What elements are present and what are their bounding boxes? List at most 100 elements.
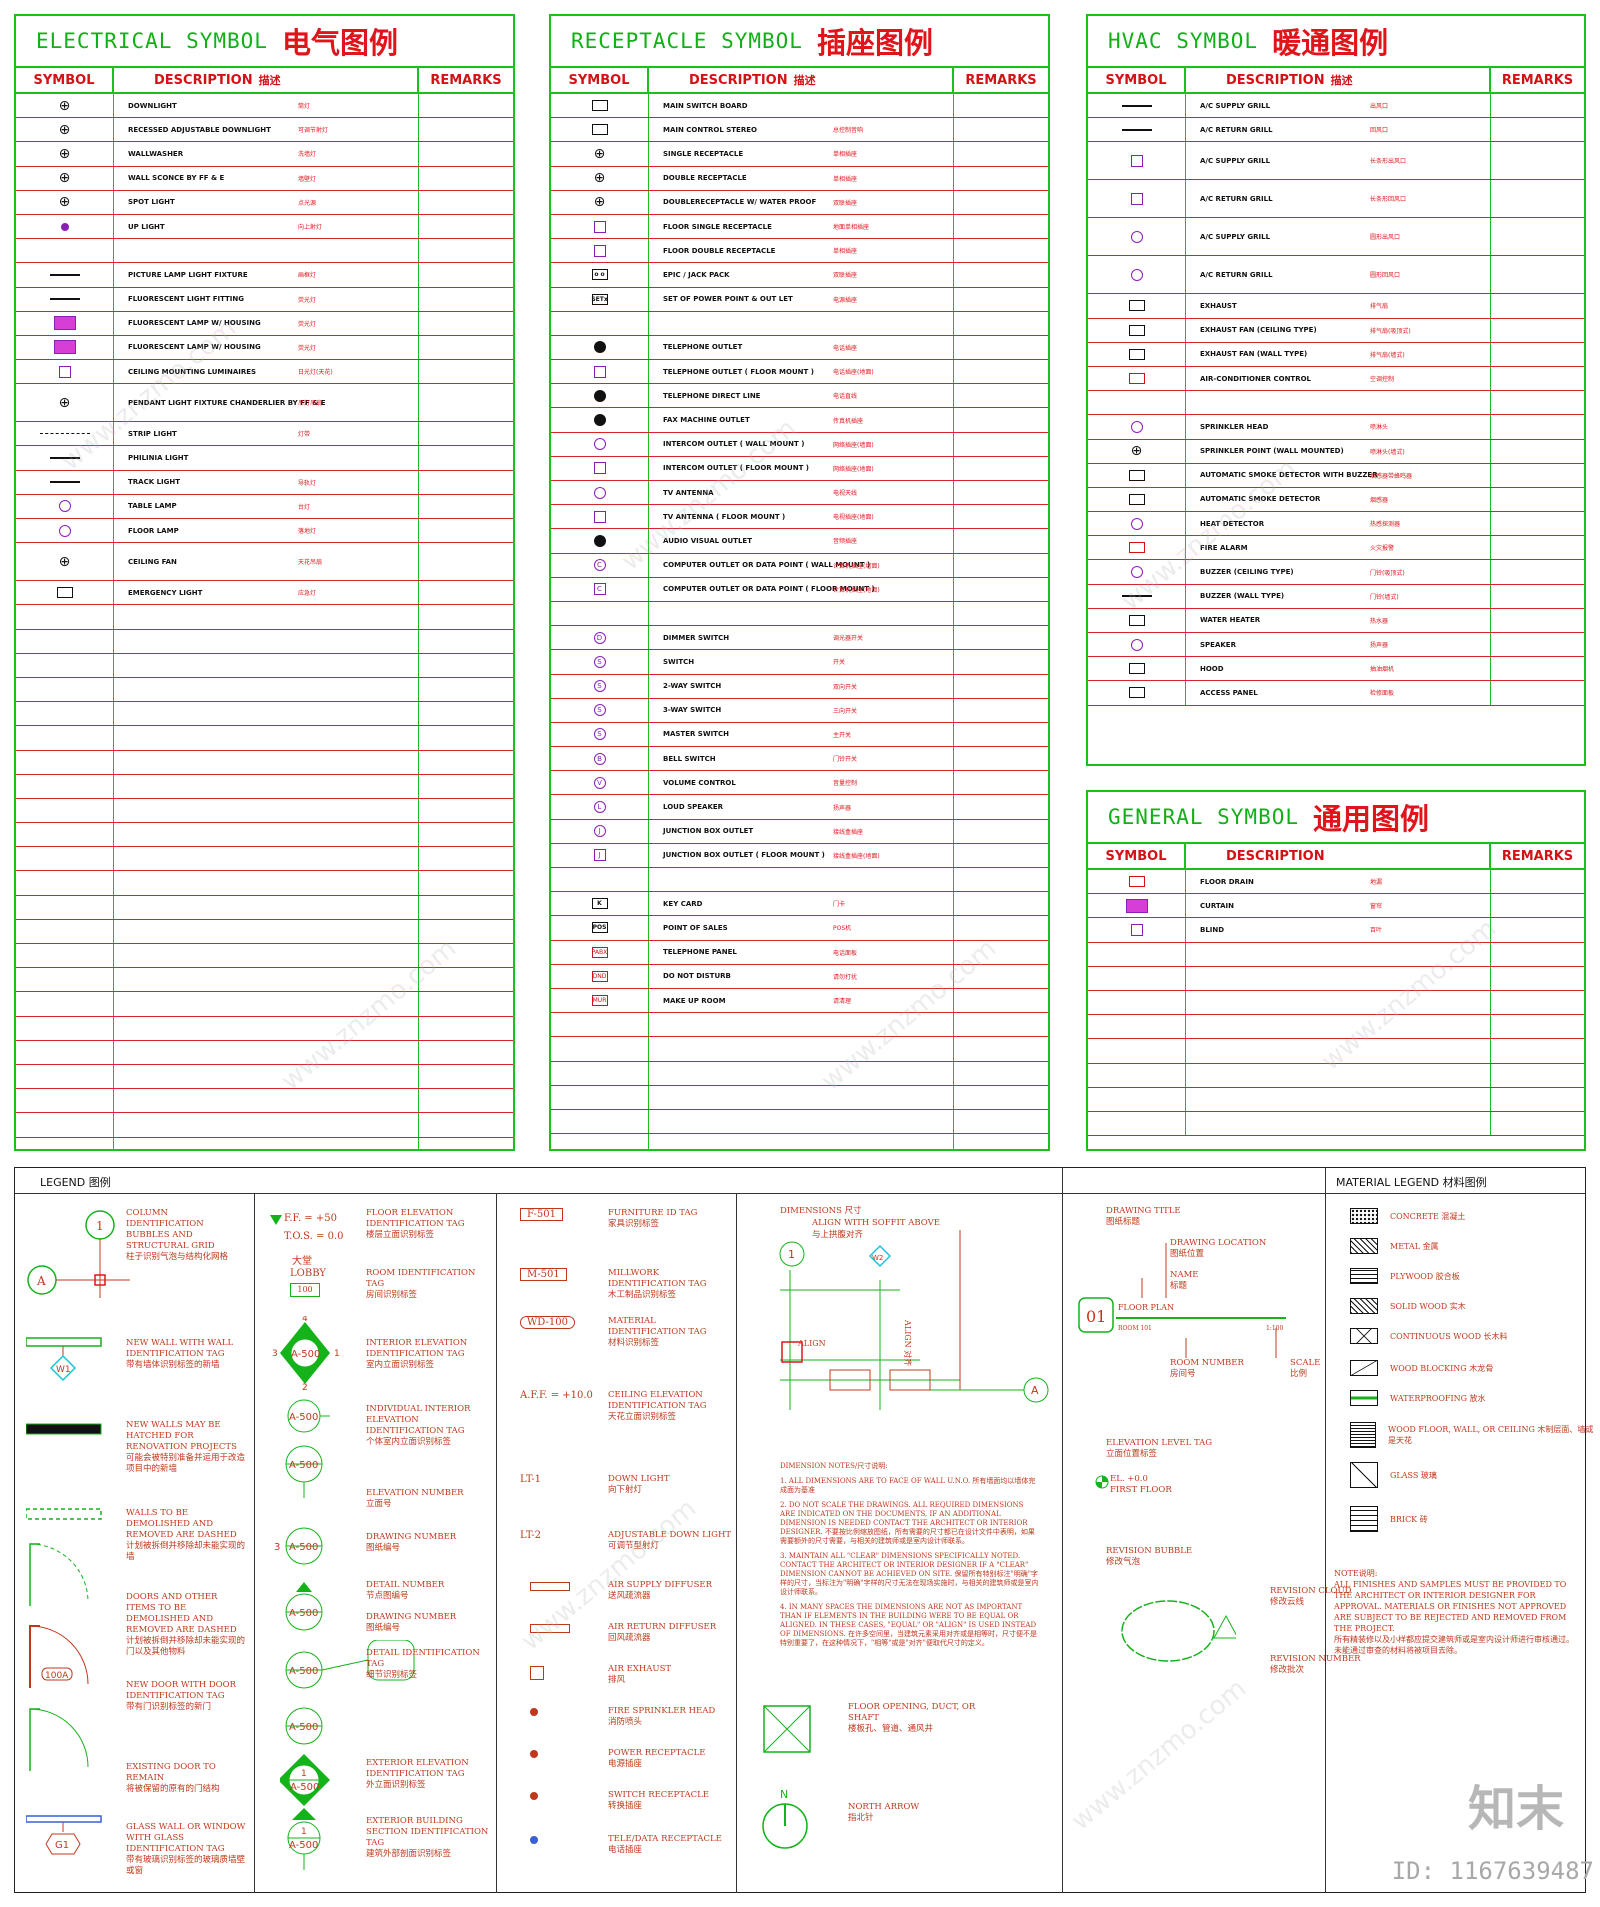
table-row: INTERCOM OUTLET ( WALL MOUNT )网络插座(墙面)	[551, 432, 1048, 457]
material-item: WATERPROOFING 放水	[1350, 1390, 1486, 1406]
row-description-zh: 墙壁灯	[298, 175, 317, 183]
row-description: EXHAUST FAN (CEILING TYPE)	[1200, 326, 1317, 335]
table-row: PHILINIA LIGHT	[16, 446, 513, 471]
svg-text:100A: 100A	[45, 1671, 69, 1681]
table-row	[16, 992, 513, 1017]
row-description-zh: 网络插座(地面)	[833, 465, 874, 473]
svg-text:1: 1	[788, 1248, 795, 1261]
table-row	[16, 1137, 513, 1149]
legend-tag: LT-2	[520, 1530, 541, 1541]
svg-text:1:100: 1:100	[1266, 1325, 1283, 1332]
row-description: FLOOR LAMP	[128, 526, 179, 535]
box-symbol-icon	[1128, 469, 1145, 481]
row-description: PICTURE LAMP LIGHT FIXTURE	[128, 270, 248, 279]
row-description-zh: 调光器开关	[833, 635, 864, 643]
row-description: LOUD SPEAKER	[663, 803, 724, 812]
svg-text:W2: W2	[872, 1254, 883, 1262]
material-item: WOOD FLOOR, WALL, OR CEILING 木制层面、墙或是天花	[1350, 1422, 1600, 1448]
row-description: SPRINKLER HEAD	[1200, 422, 1269, 431]
table-row	[551, 868, 1048, 893]
row-description-zh: 台灯	[298, 503, 311, 511]
column-grid-icon: 1 A	[27, 1210, 130, 1298]
row-description: TELEPHONE PANEL	[663, 948, 737, 957]
row-description: HOOD	[1200, 664, 1224, 673]
table-row	[16, 1089, 513, 1114]
row-description-zh: 圆形出风口	[1370, 234, 1401, 242]
table-row	[1088, 1015, 1584, 1040]
table-row	[551, 1037, 1048, 1062]
row-description: EPIC / JACK PACK	[663, 270, 730, 279]
box-symbol-icon	[1128, 614, 1145, 626]
table-header: SYMBOL DESCRIPTION REMARKS	[1088, 844, 1584, 870]
exterior-elevation-tag-icon: A-500 1	[280, 1754, 330, 1806]
table-row: BUZZER (WALL TYPE)门铃(墙式)	[1088, 584, 1584, 609]
row-description-zh: 百叶	[1370, 927, 1383, 935]
row-description: 2-WAY SWITCH	[663, 682, 722, 691]
table-row	[16, 653, 513, 678]
blk-symbol-icon	[593, 341, 606, 354]
legend-title: LEGEND 图例	[40, 1176, 111, 1189]
legend-item: WALLS TO BE DEMOLISHED AND REMOVED ARE D…	[126, 1508, 246, 1562]
box-symbol-icon: POS	[591, 922, 608, 934]
room-tag-zh: 大堂	[292, 1256, 312, 1267]
row-description: AUDIO VISUAL OUTLET	[663, 536, 752, 545]
legend-mep-icon	[530, 1750, 538, 1758]
table-row	[551, 601, 1048, 627]
receptacle-symbol-panel: RECEPTACLE SYMBOL 插座图例 SYMBOL DESCRIPTIO…	[549, 14, 1050, 1151]
legend-item: INDIVIDUAL INTERIOR ELEVATION IDENTIFICA…	[366, 1404, 471, 1447]
sq-symbol-icon	[1130, 154, 1143, 167]
row-description: TABLE LAMP	[128, 502, 177, 511]
circ-symbol-icon	[58, 524, 71, 537]
row-description: AUTOMATIC SMOKE DETECTOR	[1200, 495, 1321, 504]
svg-text:ROOM 101: ROOM 101	[1118, 1325, 1152, 1332]
row-description-zh: 排气扇(吸顶式)	[1370, 327, 1411, 335]
row-description-zh: 扬声器	[833, 804, 852, 812]
table-row	[551, 1109, 1048, 1135]
circ-symbol-icon	[1130, 517, 1143, 530]
row-description-zh: 门铃开关	[833, 756, 858, 764]
glass-wall-tag-icon: G1	[26, 1815, 102, 1855]
box-symbol-icon	[1128, 663, 1145, 675]
elevation-number-tag-icon: A-500	[285, 1445, 323, 1498]
table-row: MAIN SWITCH BOARD	[551, 94, 1048, 119]
north-arrow-icon: N	[762, 1788, 808, 1849]
row-description-zh: 荧光灯	[298, 296, 317, 304]
align-soffit-note: ALIGN WITH SOFFIT ABOVE	[812, 1218, 940, 1228]
green-swatch-icon	[1350, 1390, 1378, 1406]
row-description: DIMMER SWITCH	[663, 633, 730, 642]
detail-number-tag-icon: A-500	[285, 1582, 323, 1631]
row-description-zh: 计算机插座(地面)	[833, 586, 880, 594]
row-description: SINGLE RECEPTACLE	[663, 149, 744, 158]
table-row	[16, 677, 513, 703]
diag-swatch-icon	[1350, 1360, 1378, 1376]
row-description-zh: 单相插座	[833, 248, 858, 256]
row-description-zh: POS机	[833, 925, 852, 933]
row-description-zh: 荧光灯	[298, 344, 317, 352]
row-description-zh: 电话插座(地面)	[833, 369, 874, 377]
